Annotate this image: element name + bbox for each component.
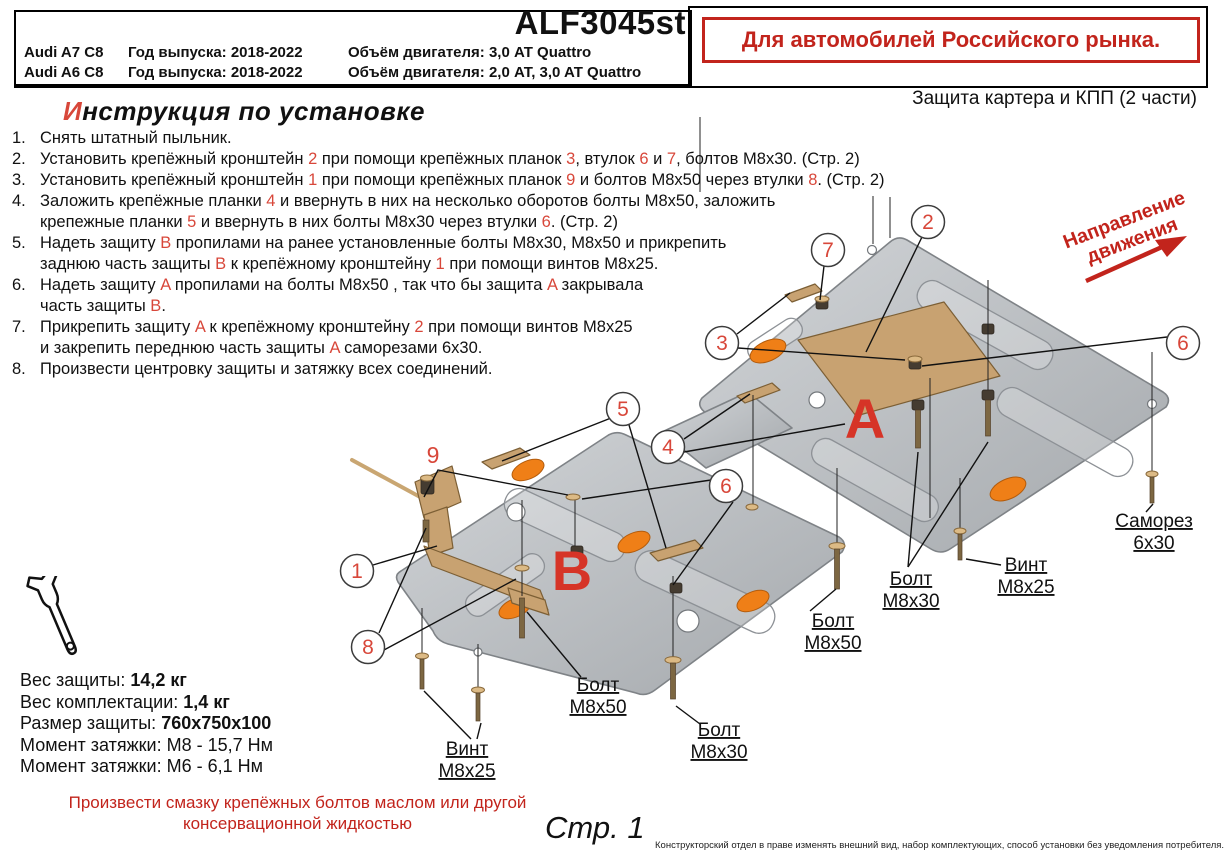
vehicle-info-box: ALF3045st Audi A7 C8 Год выпуска: 2018-2… bbox=[14, 4, 692, 88]
svg-text:Винт: Винт bbox=[1005, 555, 1048, 576]
svg-text:М8х30: М8х30 bbox=[882, 591, 939, 612]
instructions-title: Инструкция по установке bbox=[63, 96, 425, 126]
instructions-list: 1.Снять штатный пыльник. 2.Установить кр… bbox=[12, 128, 885, 380]
fastener-hardware bbox=[514, 493, 759, 594]
svg-text:4: 4 bbox=[662, 436, 674, 459]
vehicle-engine: Объём двигателя: 2,0 AT, 3,0 AT Quattro bbox=[348, 64, 642, 81]
product-title: Защита картера и КПП (2 части) bbox=[912, 88, 1197, 109]
plate-b-sticker bbox=[511, 458, 545, 482]
label-bolt-m8x50-center: Болт М8х50 bbox=[569, 675, 626, 718]
bolt-icon bbox=[981, 389, 995, 437]
callout-6: 6 bbox=[1165, 325, 1201, 361]
part-letter-a: A bbox=[845, 387, 885, 450]
callout-5: 5 bbox=[605, 391, 641, 427]
screw-icon bbox=[1145, 470, 1159, 504]
list-item: 7.Прикрепить защиту A к крепёжному кронш… bbox=[12, 318, 633, 357]
callout-8: 8 bbox=[350, 629, 386, 665]
svg-text:Болт: Болт bbox=[890, 569, 933, 590]
list-item: 8.Произвести центровку защиты и затяжку … bbox=[12, 360, 493, 378]
spec-row: Момент затяжки: М8 - 15,7 Нм bbox=[20, 734, 274, 755]
svg-text:3: 3 bbox=[716, 332, 728, 355]
spec-row: Размер защиты: 760х750х100 bbox=[20, 713, 272, 734]
list-item: 2.Установить крепёжный кронштейн 2 при п… bbox=[12, 150, 860, 168]
footer-disclaimer: Конструкторский отдел в праве изменять в… bbox=[655, 840, 1225, 851]
svg-text:2: 2 bbox=[922, 211, 934, 234]
screw-icon bbox=[415, 652, 429, 690]
callout-2: 2 bbox=[910, 204, 946, 240]
svg-text:М8х50: М8х50 bbox=[804, 633, 861, 654]
bolt-icon bbox=[519, 597, 525, 639]
screw-icon bbox=[471, 686, 485, 722]
nut bbox=[907, 355, 923, 370]
svg-text:Винт: Винт bbox=[446, 739, 489, 760]
plate-a-sticker bbox=[989, 476, 1027, 502]
label-bolt-m8x50-right: Болт М8х50 bbox=[804, 611, 861, 654]
svg-text:7: 7 bbox=[822, 239, 834, 262]
lubrication-note: Произвести смазку крепёжных болтов масло… bbox=[68, 793, 527, 833]
spec-row: Вес комплектации: 1,4 кг bbox=[20, 691, 230, 712]
label-bolt-m8x30-right: Болт М8х30 bbox=[882, 569, 939, 612]
vehicle-model: Audi A6 C8 bbox=[24, 64, 104, 81]
svg-text:Болт: Болт bbox=[577, 675, 620, 696]
vehicle-year: Год выпуска: 2018-2022 bbox=[128, 64, 303, 81]
vehicle-year: Год выпуска: 2018-2022 bbox=[128, 44, 303, 61]
label-vint-m8x25-left: Винт М8х25 bbox=[438, 739, 495, 782]
svg-text:5: 5 bbox=[617, 398, 629, 421]
screw-icon bbox=[953, 527, 967, 561]
callout-1: 1 bbox=[339, 553, 375, 589]
svg-text:1: 1 bbox=[351, 560, 363, 583]
list-item: 5.Надеть защиту B пропилами на ранее уст… bbox=[12, 234, 727, 273]
bolt-icon bbox=[911, 399, 925, 449]
direction-arrow-icon bbox=[1085, 236, 1187, 284]
vehicle-row: Audi A6 C8 Год выпуска: 2018-2022 Объём … bbox=[16, 64, 690, 84]
bracket-1 bbox=[350, 458, 550, 616]
callout-7: 7 bbox=[810, 232, 846, 268]
plate-b-sticker bbox=[736, 589, 770, 613]
vehicle-engine: Объём двигателя: 3,0 AT Quattro bbox=[348, 44, 592, 61]
nut bbox=[814, 295, 830, 310]
plate-b-sticker bbox=[617, 530, 651, 554]
list-item: 4.Заложить крепёжные планки 4 и ввернуть… bbox=[12, 192, 776, 231]
bolt-icon bbox=[828, 542, 846, 590]
svg-text:М8х50: М8х50 bbox=[569, 697, 626, 718]
svg-text:М8х25: М8х25 bbox=[438, 761, 495, 782]
svg-text:Саморез: Саморез bbox=[1115, 511, 1193, 532]
svg-text:6: 6 bbox=[1177, 332, 1189, 355]
market-notice: Для автомобилей Российского рынка. bbox=[702, 17, 1200, 63]
bolt-icon bbox=[422, 519, 430, 543]
svg-text:8: 8 bbox=[362, 636, 374, 659]
callout-leaders bbox=[372, 236, 1168, 740]
market-notice-box: Для автомобилей Российского рынка. bbox=[688, 6, 1208, 88]
list-item: 6.Надеть защиту A пропилами на болты М8х… bbox=[12, 276, 644, 315]
product-code: ALF3045st bbox=[514, 4, 686, 41]
label-bolt-m8x30-bottom: Болт М8х30 bbox=[690, 720, 747, 763]
label-samorez-6x30: Саморез 6х30 bbox=[1115, 511, 1193, 554]
svg-text:М8х25: М8х25 bbox=[997, 577, 1054, 598]
svg-text:Болт: Болт bbox=[812, 611, 855, 632]
spec-row: Вес защиты: 14,2 кг bbox=[20, 670, 187, 690]
svg-text:Болт: Болт bbox=[698, 720, 741, 741]
callout-6: 6 bbox=[708, 468, 744, 504]
svg-text:6х30: 6х30 bbox=[1133, 533, 1174, 554]
callout-3: 3 bbox=[704, 325, 740, 361]
wrench-icon bbox=[26, 576, 77, 656]
part-letter-b: B bbox=[552, 539, 592, 602]
callout-9: 9 bbox=[427, 442, 440, 468]
title-first-letter: И bbox=[63, 96, 83, 126]
bolt-icon bbox=[664, 656, 682, 700]
svg-text:6: 6 bbox=[720, 475, 732, 498]
page-number: Стр. 1 bbox=[545, 810, 645, 845]
spec-row: Момент затяжки: М6 - 6,1 Нм bbox=[20, 756, 264, 777]
list-item: 3.Установить крепёжный кронштейн 1 при п… bbox=[12, 171, 885, 189]
plate-a-sticker bbox=[749, 338, 787, 364]
vehicle-model: Audi A7 C8 bbox=[24, 44, 104, 61]
label-vint-m8x25-right: Винт М8х25 bbox=[997, 555, 1054, 598]
spec-list: Вес защиты: 14,2 кг Вес комплектации: 1,… bbox=[20, 670, 273, 778]
vehicle-row: Audi A7 C8 Год выпуска: 2018-2022 Объём … bbox=[16, 44, 690, 64]
svg-text:М8х30: М8х30 bbox=[690, 742, 747, 763]
callout-4: 4 bbox=[650, 429, 686, 465]
list-item: 1.Снять штатный пыльник. bbox=[12, 129, 232, 147]
